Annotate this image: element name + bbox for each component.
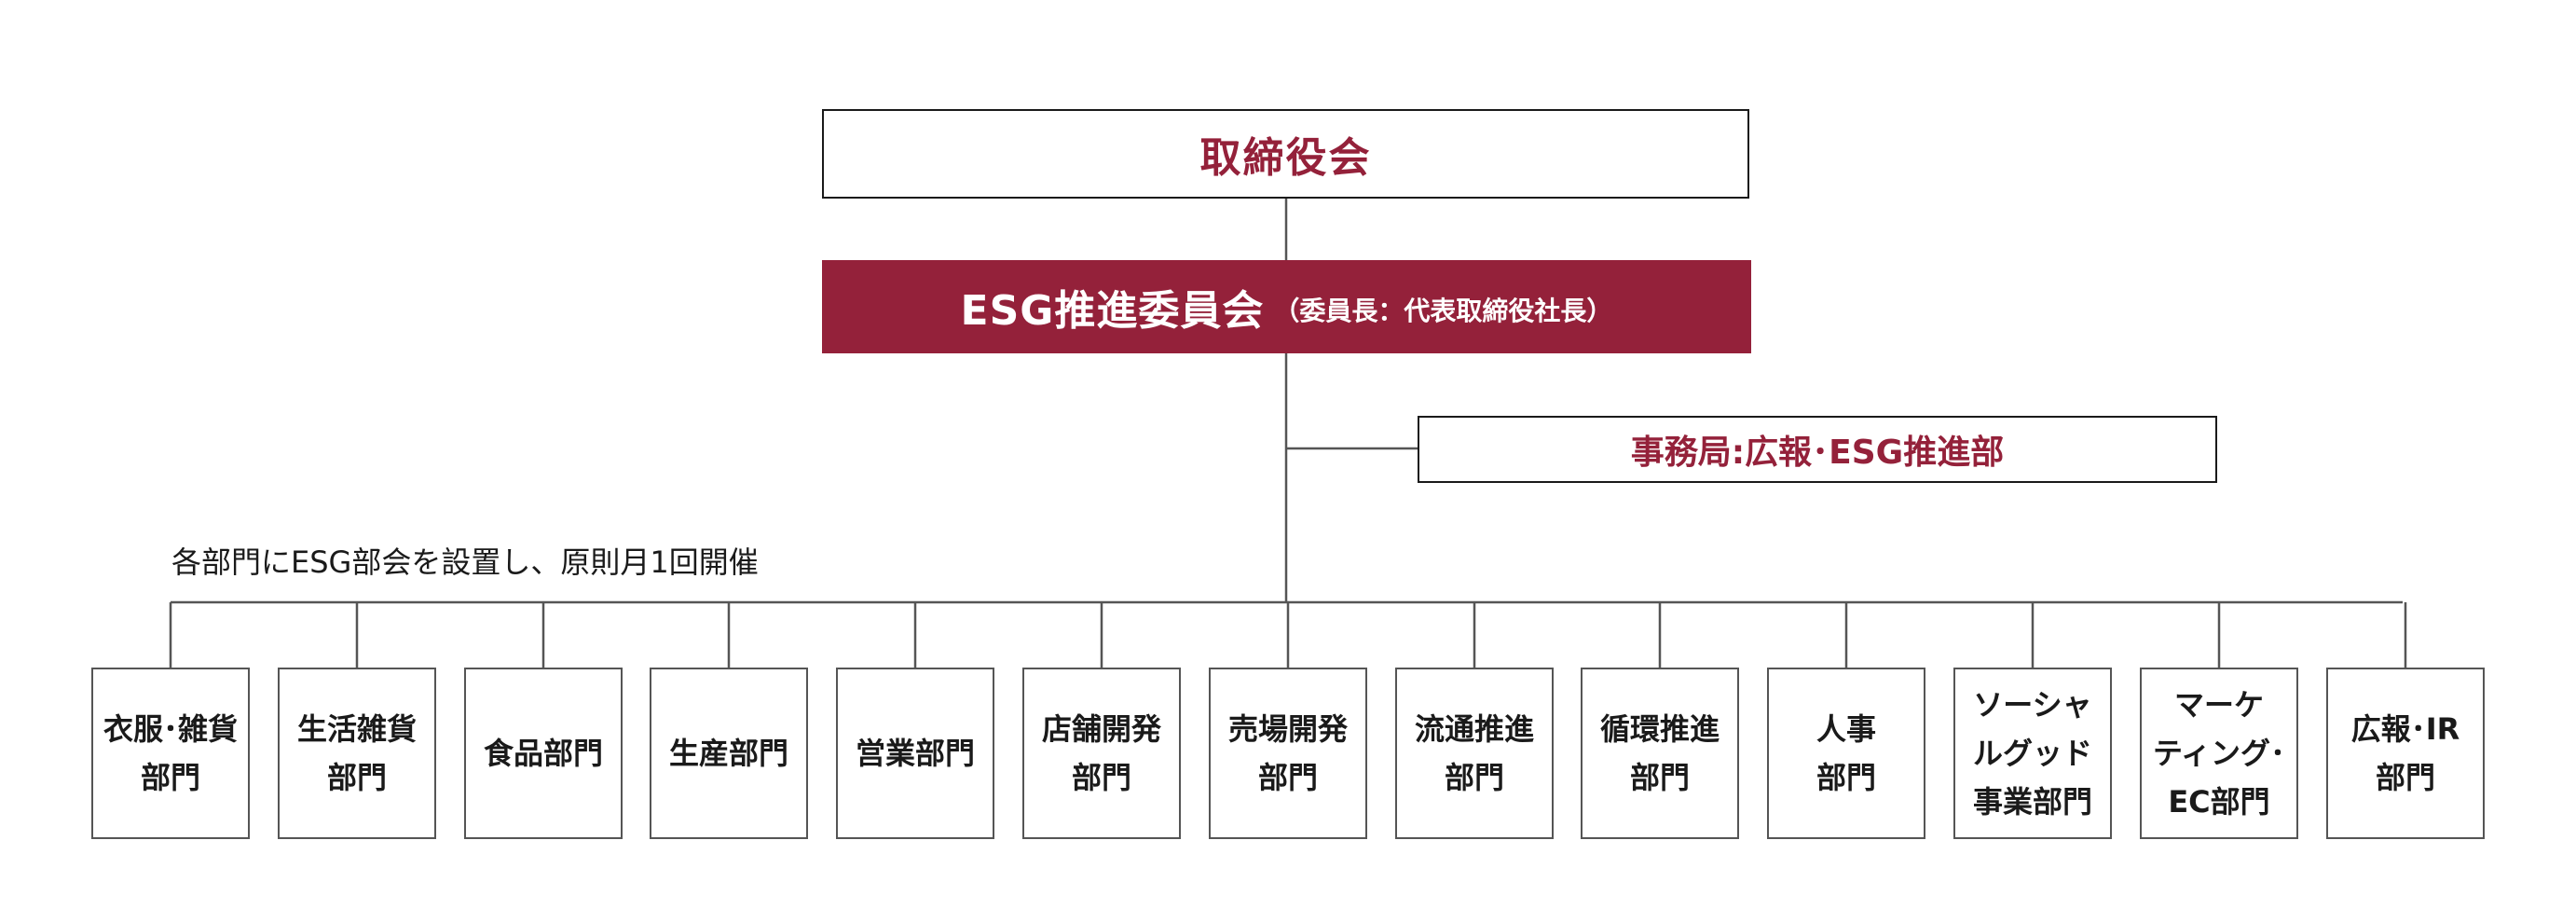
department-box: 衣服･雑貨 部門: [91, 668, 250, 839]
department-drop-lines: [169, 602, 2407, 668]
department-box: 生活雑貨 部門: [278, 668, 436, 839]
esg-committee-box: ESG推進委員会 （委員長：代表取締役社長）: [822, 260, 1751, 353]
board-label: 取締役会: [1199, 134, 1372, 182]
department-box: マーケ ティング･ EC部門: [2140, 668, 2298, 839]
committee-label: ESG推進委員会: [960, 287, 1265, 335]
department-box: 店舗開発 部門: [1022, 668, 1181, 839]
committee-chair-label: （委員長：代表取締役社長）: [1273, 296, 1613, 326]
secretariat-label: 事務局:広報･ESG推進部: [1630, 434, 2005, 472]
department-box: 循環推進 部門: [1581, 668, 1739, 839]
department-box: 営業部門: [836, 668, 994, 839]
department-box: 流通推進 部門: [1395, 668, 1554, 839]
secretariat-box: 事務局:広報･ESG推進部: [1418, 416, 2217, 483]
department-box: 広報･IR 部門: [2326, 668, 2485, 839]
department-note: 各部門にESG部会を設置し、原則月1回開催: [171, 544, 759, 580]
department-box: 売場開発 部門: [1209, 668, 1367, 839]
department-box: 人事 部門: [1767, 668, 1925, 839]
department-box: 生産部門: [650, 668, 808, 839]
board-of-directors-box: 取締役会: [822, 109, 1749, 199]
department-box: ソーシャ ルグッド 事業部門: [1953, 668, 2112, 839]
department-box: 食品部門: [464, 668, 623, 839]
